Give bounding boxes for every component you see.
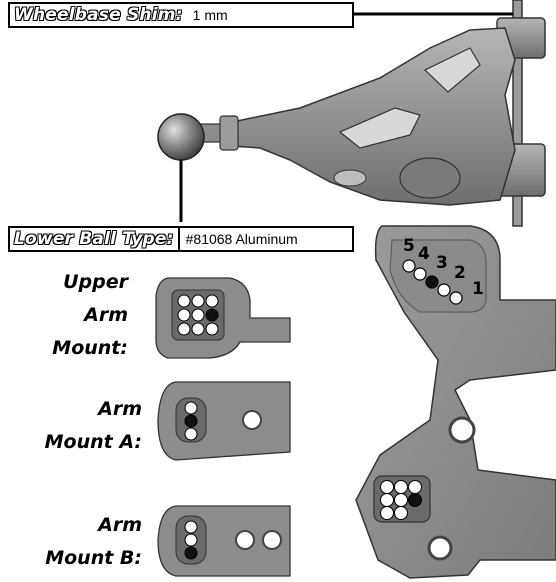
arm-mount-a-label-line1: Arm — [98, 398, 142, 420]
arm-mount-b-label-line2: Mount B: — [45, 547, 142, 569]
arm-mount-a-illustration — [157, 381, 291, 461]
tower-number-4: 4 — [418, 244, 430, 264]
lower-ball-type-value: #81068 Aluminum — [185, 231, 298, 247]
shock-tower-illustration — [355, 225, 556, 579]
wheelbase-shim-field: Wheelbase Shim: 1 mm — [8, 2, 354, 28]
tower-number-1: 1 — [472, 279, 484, 299]
arm-mount-a-label: Arm Mount A: — [20, 393, 142, 459]
upper-arm-mount-label-line1: Upper — [63, 271, 128, 293]
tower-number-5: 5 — [403, 236, 415, 256]
tower-number-2: 2 — [454, 263, 466, 283]
tower-hole-2 — [437, 283, 451, 297]
tower-number-3: 3 — [436, 253, 448, 273]
lower-ball-type-field: Lower Ball Type: #81068 Aluminum — [8, 226, 354, 252]
tower-hole-5 — [402, 259, 416, 273]
upper-arm-mount-label: Upper Arm Mount: — [20, 266, 128, 365]
tower-hole-1 — [449, 291, 463, 305]
lower-arm-illustration — [157, 0, 546, 227]
tower-position-numbers: 5 4 3 2 1 — [403, 236, 484, 299]
tower-hole-4 — [413, 267, 427, 281]
upper-arm-mount-label-line2: Arm — [84, 304, 128, 326]
upper-arm-mount-illustration — [155, 277, 291, 359]
wheelbase-shim-value: 1 mm — [192, 7, 228, 23]
arm-mount-b-label: Arm Mount B: — [20, 509, 142, 575]
upper-arm-mount-label-line3: Mount: — [52, 337, 128, 359]
tower-hole-3-selected — [425, 275, 439, 289]
lower-ball-type-label: Lower Ball Type: — [14, 229, 174, 249]
wheelbase-shim-label: Wheelbase Shim: — [14, 5, 183, 25]
arm-mount-b-label-line1: Arm — [98, 514, 142, 536]
field-divider — [177, 228, 180, 250]
arm-mount-b-illustration — [157, 505, 291, 577]
arm-mount-a-label-line2: Mount A: — [44, 431, 142, 453]
